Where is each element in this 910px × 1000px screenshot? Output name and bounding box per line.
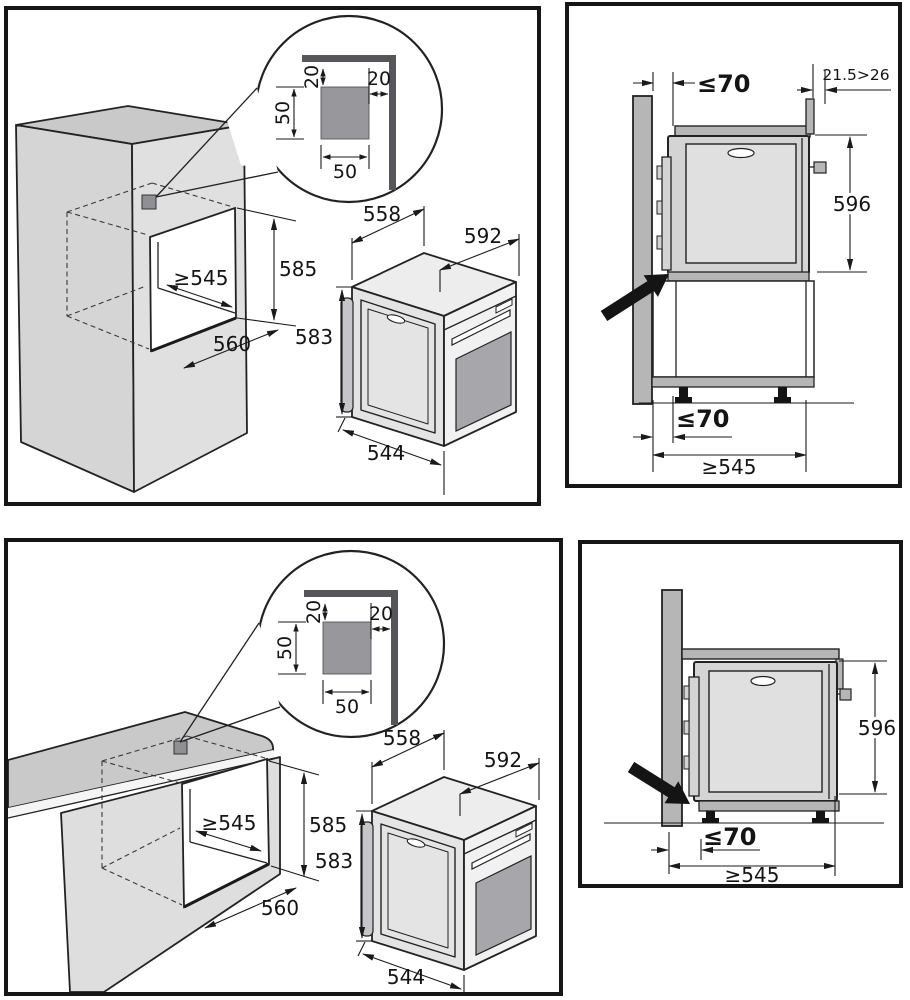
- oven-side-view: [656, 135, 827, 275]
- dim-label-vent-width: 50: [333, 161, 357, 183]
- oven-isometric: 558 592 583 544: [295, 202, 520, 495]
- rear-latch: [813, 161, 827, 174]
- dim-label-oven-depth: 558: [363, 202, 401, 226]
- dim-label-top-clearance: 20: [301, 65, 323, 89]
- base-cabinet: [639, 271, 854, 404]
- corner-bracket-vertical: [389, 62, 396, 190]
- dim-label-oven-height: 596: [858, 716, 896, 740]
- oven-side-slot: [386, 314, 406, 324]
- oven-door-window: [475, 855, 532, 956]
- front-frame: [661, 156, 672, 271]
- tall-cabinet-column: [15, 105, 248, 493]
- dim-label-front-gap-bottom: ≤70: [676, 405, 730, 433]
- dim-label-oven-depth: 558: [383, 726, 421, 750]
- front-frame: [688, 676, 700, 797]
- dim-label-niche-depth: ≥545: [174, 266, 229, 290]
- furniture-side-panel: [661, 589, 683, 827]
- dim-label-oven-width: 592: [464, 224, 502, 248]
- hinge-tab: [656, 235, 663, 250]
- vent-square: [322, 621, 372, 675]
- dim-label-niche-width: 560: [213, 332, 251, 356]
- dim-label-oven-height: 583: [315, 849, 353, 873]
- niche-hidden-outline: [101, 735, 266, 906]
- vent-detail: 20 20 50 50: [272, 55, 396, 190]
- oven-dimensions: 558 592 583 544: [315, 726, 540, 992]
- corner-bracket-horizontal: [302, 55, 396, 62]
- hinge-tab: [683, 720, 690, 735]
- oven-door-handle: [471, 833, 531, 870]
- dim-label-vent-height: 50: [272, 101, 294, 125]
- oven-door-window: [455, 331, 512, 432]
- dim-label-oven-height: 596: [833, 192, 871, 216]
- column-isometric-drawing: 585 ≥545 560: [15, 14, 520, 495]
- dim-label-oven-height: 583: [295, 325, 333, 349]
- panel-column-side-view: ≤70 21.5>26 596 ≤70 ≥545: [565, 2, 902, 488]
- worktop-and-base-cabinet: [8, 711, 281, 992]
- dim-label-vent-width: 50: [335, 696, 359, 718]
- adjustable-feet: [702, 811, 829, 823]
- vent-square: [320, 86, 370, 140]
- dim-label-front-gap-bottom: ≤70: [703, 823, 757, 851]
- oven-display: [495, 298, 513, 314]
- dim-label-oven-width: 592: [484, 748, 522, 772]
- handle-recess: [750, 675, 776, 687]
- callout-balloon: 20 20 50 50: [155, 14, 444, 204]
- dim-label-niche-height: 585: [309, 813, 347, 837]
- insertion-arrow: [627, 761, 690, 804]
- hinge-tab: [656, 200, 663, 215]
- rear-trim-bar: [805, 98, 815, 135]
- corner-bracket-vertical: [391, 597, 398, 725]
- corner-bracket-horizontal: [304, 590, 398, 597]
- worktop-side-view-drawing: 596 ≤70 ≥545: [604, 589, 899, 884]
- dim-label-side-clearance: 20: [367, 68, 391, 90]
- hinge-tab: [656, 165, 663, 180]
- worktop-isometric-drawing: 585 ≥545 560: [8, 549, 540, 992]
- oven-side-slot: [406, 838, 426, 848]
- oven-dimensions: 558 592 583 544: [295, 202, 520, 495]
- handle-recess: [727, 147, 755, 159]
- niche-hidden-outline: [66, 182, 234, 350]
- oven-side-trim: [340, 297, 354, 413]
- callout-balloon: 20 20 50 50: [179, 549, 446, 743]
- rear-latch: [839, 688, 852, 701]
- vent-cutout: [141, 194, 157, 210]
- column-side-view-drawing: ≤70 21.5>26 596 ≤70 ≥545: [600, 64, 891, 479]
- insertion-arrow: [600, 274, 669, 321]
- oven-isometric: 558 592 583 544: [315, 726, 540, 992]
- dim-label-vent-height: 50: [274, 636, 296, 660]
- dim-label-oven-bottom-width: 544: [387, 965, 425, 989]
- dim-label-niche-height: 585: [279, 257, 317, 281]
- oven-side-trim: [360, 821, 374, 937]
- furniture-door-panel: [632, 95, 653, 405]
- vent-detail: 20 20 50 50: [274, 590, 398, 725]
- dim-label-front-gap-top: ≤70: [697, 70, 751, 98]
- hinge-tab: [683, 685, 690, 700]
- dimension-annotations: 596 ≤70 ≥545: [651, 660, 899, 884]
- vent-cutout: [173, 740, 188, 755]
- dim-label-oven-bottom-width: 544: [367, 441, 405, 465]
- adjustable-feet: [675, 387, 791, 403]
- oven-display: [515, 822, 533, 838]
- worktop: [681, 648, 840, 660]
- dimension-annotations: ≤70 21.5>26 596 ≤70 ≥545: [633, 64, 891, 479]
- niche-dimensions: 585 ≥545 560: [166, 207, 317, 369]
- panel-worktop-isometric: 585 ≥545 560: [4, 538, 563, 996]
- dim-label-top-clearance: 20: [303, 600, 325, 624]
- oven-side-view: [683, 661, 852, 823]
- hinge-tab: [683, 755, 690, 770]
- dim-label-side-clearance: 20: [369, 603, 393, 625]
- panel-column-isometric: 585 ≥545 560: [4, 6, 541, 506]
- panel-worktop-side-view: 596 ≤70 ≥545: [578, 540, 903, 888]
- dim-label-niche-depth: ≥545: [202, 811, 257, 835]
- dim-label-niche-depth: ≥545: [725, 863, 780, 884]
- dim-label-rear-gap: 21.5>26: [822, 66, 889, 84]
- dim-label-niche-width: 560: [261, 896, 299, 920]
- oven-door-handle: [451, 309, 511, 346]
- niche-dimensions: 585 ≥545 560: [195, 760, 347, 929]
- dim-label-niche-depth: ≥545: [702, 455, 757, 479]
